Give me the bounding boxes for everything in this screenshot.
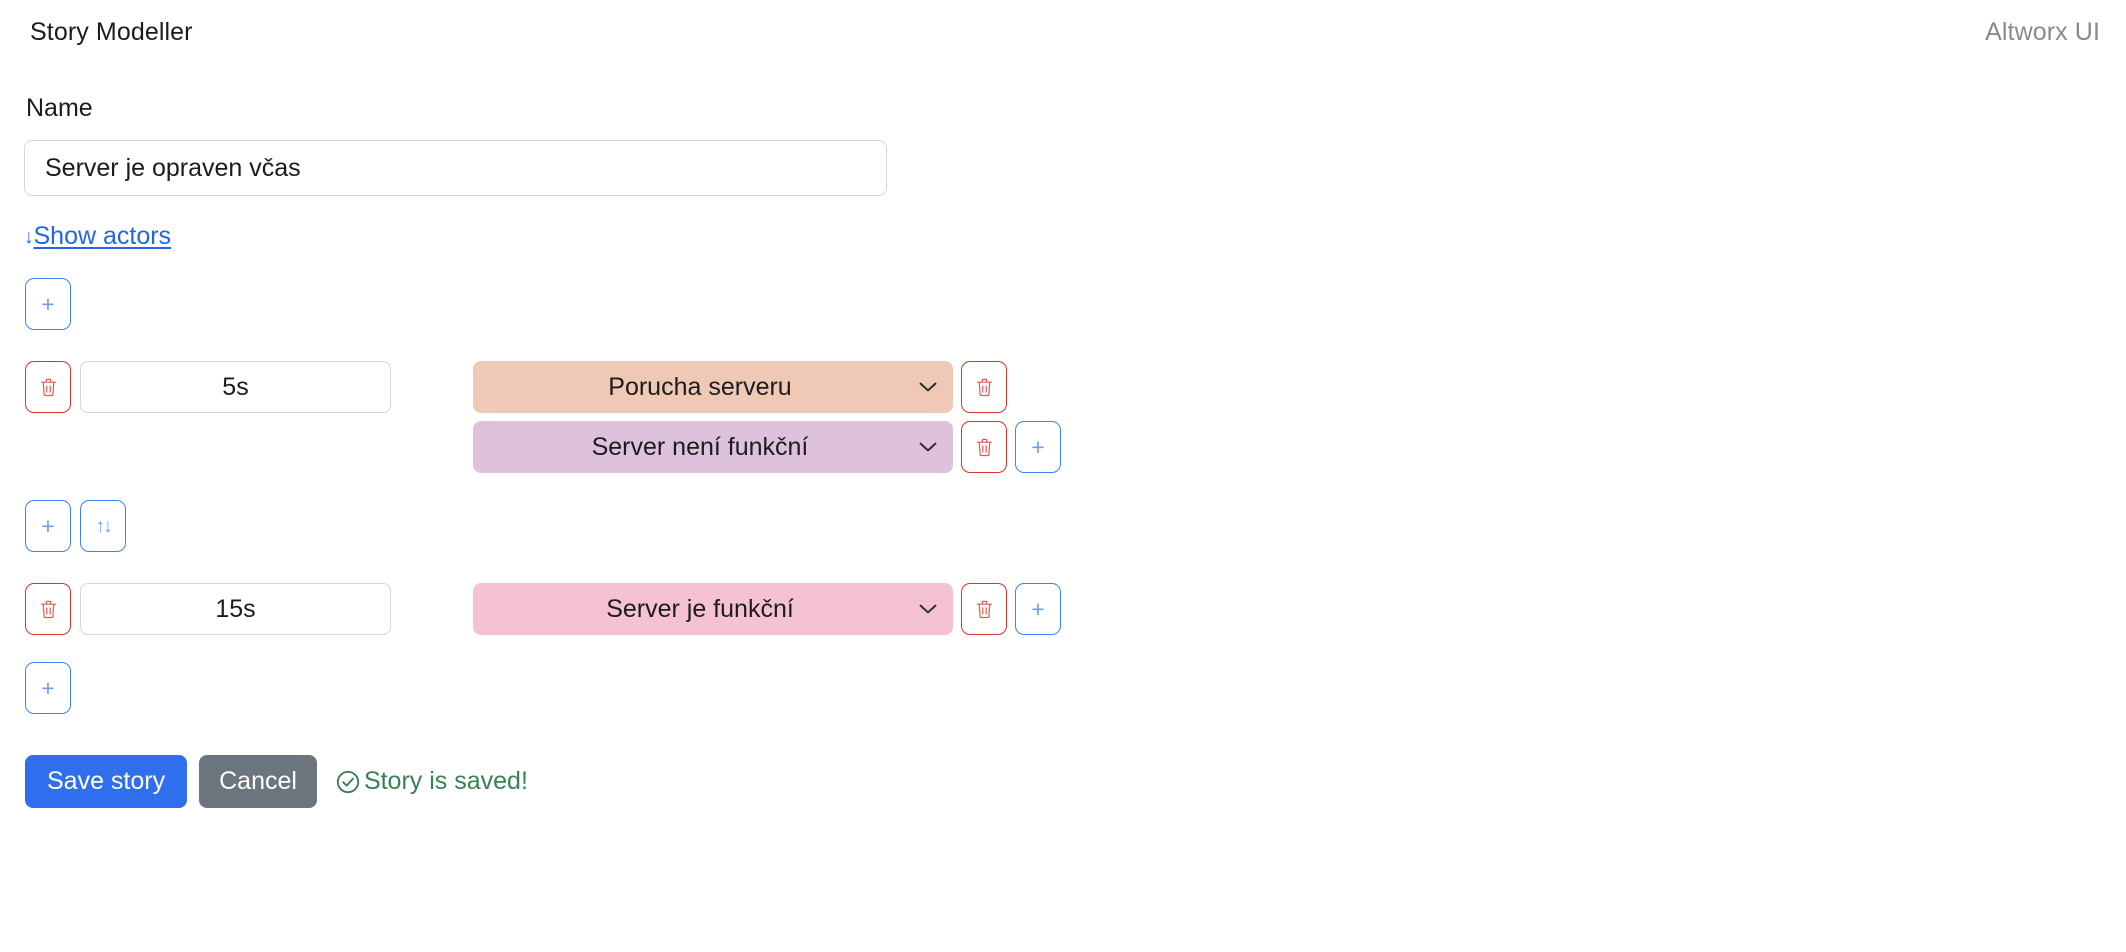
story-modeller-form: Name ↓ Show actors + Porucha serveru bbox=[0, 64, 2126, 952]
time-group bbox=[25, 583, 391, 635]
state-line: Server není funkční + bbox=[473, 421, 1061, 473]
plus-icon: + bbox=[1031, 595, 1045, 622]
chevron-down-icon bbox=[919, 604, 937, 614]
plus-icon: + bbox=[41, 512, 55, 539]
story-name-input[interactable] bbox=[24, 140, 887, 196]
plus-icon: + bbox=[41, 290, 55, 317]
state-label: Server není funkční bbox=[591, 432, 809, 461]
trash-icon bbox=[976, 378, 992, 396]
trash-icon bbox=[40, 378, 56, 396]
delete-state-button[interactable] bbox=[961, 583, 1007, 635]
check-circle-icon bbox=[336, 770, 360, 793]
trash-icon bbox=[40, 600, 56, 618]
timeline-row: Porucha serveru Server není funkční bbox=[24, 361, 2102, 473]
state-select[interactable]: Server není funkční bbox=[473, 421, 953, 473]
state-label: Server je funkční bbox=[606, 594, 794, 623]
trash-icon bbox=[976, 438, 992, 456]
state-list: Porucha serveru Server není funkční bbox=[473, 361, 1061, 473]
swap-arrows-icon: ↑↓ bbox=[95, 515, 113, 537]
timeline-add-row-top: + bbox=[24, 278, 2102, 330]
trash-icon bbox=[976, 600, 992, 618]
arrow-down-icon: ↓ bbox=[24, 227, 34, 248]
add-state-button[interactable]: + bbox=[1015, 583, 1061, 635]
plus-icon: + bbox=[41, 674, 55, 701]
page-title: Story Modeller bbox=[30, 17, 193, 46]
step-time-input[interactable] bbox=[80, 361, 391, 413]
timeline-add-row-bottom: + bbox=[24, 662, 2102, 714]
show-actors-toggle[interactable]: ↓ Show actors bbox=[24, 222, 171, 251]
delete-state-button[interactable] bbox=[961, 421, 1007, 473]
chevron-down-icon bbox=[919, 382, 937, 392]
step-time-input[interactable] bbox=[80, 583, 391, 635]
swap-steps-button[interactable]: ↑↓ bbox=[80, 500, 126, 552]
show-actors-label: Show actors bbox=[33, 222, 172, 250]
save-story-button[interactable]: Save story bbox=[25, 755, 188, 808]
timeline-add-row-middle: + ↑↓ bbox=[24, 500, 2102, 552]
state-label: Porucha serveru bbox=[608, 372, 792, 401]
delete-step-button[interactable] bbox=[25, 361, 71, 413]
add-step-button-top[interactable]: + bbox=[25, 278, 71, 330]
time-group bbox=[25, 361, 391, 413]
delete-state-button[interactable] bbox=[961, 361, 1007, 413]
status-badge: Story is saved! bbox=[335, 767, 528, 796]
cancel-button[interactable]: Cancel bbox=[199, 755, 317, 808]
add-step-button-middle[interactable]: + bbox=[25, 500, 71, 552]
add-state-button[interactable]: + bbox=[1015, 421, 1061, 473]
state-list: Server je funkční + bbox=[473, 583, 1061, 635]
status-message: Story is saved! bbox=[363, 767, 528, 795]
form-actions: Save story Cancel Story is saved! bbox=[24, 755, 2102, 808]
add-step-button-bottom[interactable]: + bbox=[25, 662, 71, 714]
state-select[interactable]: Server je funkční bbox=[473, 583, 953, 635]
name-label: Name bbox=[26, 94, 93, 122]
plus-icon: + bbox=[1031, 433, 1045, 460]
app-header: Story Modeller Altworx UI bbox=[0, 0, 2126, 64]
state-select[interactable]: Porucha serveru bbox=[473, 361, 953, 413]
delete-step-button[interactable] bbox=[25, 583, 71, 635]
state-line: Server je funkční + bbox=[473, 583, 1061, 635]
state-line: Porucha serveru bbox=[473, 361, 1061, 413]
brand-label: Altworx UI bbox=[1985, 17, 2100, 46]
chevron-down-icon bbox=[919, 442, 937, 452]
timeline-row: Server je funkční + bbox=[24, 583, 2102, 635]
